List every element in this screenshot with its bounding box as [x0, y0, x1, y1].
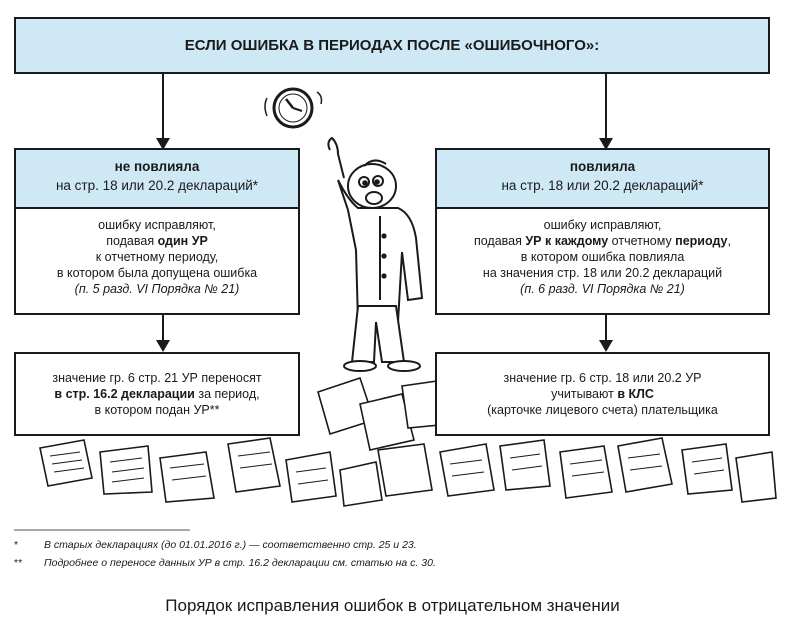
- arrowhead-right-top: [599, 138, 613, 150]
- left-body-line-2-text: подавая: [106, 234, 158, 248]
- left-result-line-3: в котором подан УР**: [94, 403, 220, 417]
- left-result-line-2: в стр. 16.2 декларации за период,: [54, 386, 259, 402]
- right-result-line-2-text: учитывают: [551, 387, 618, 401]
- left-panel: не повлияла на стр. 18 или 20.2 декларац…: [14, 148, 300, 315]
- man-illustration: [327, 136, 424, 372]
- footnote-1-mark: *: [14, 539, 19, 551]
- right-panel-header: повлияла на стр. 18 или 20.2 деклараций*: [437, 150, 768, 209]
- papers-illustration: [39, 376, 777, 507]
- left-panel-title: не повлияла: [114, 159, 200, 174]
- left-result-line-1: значение гр. 6 стр. 21 УР переносят: [52, 371, 262, 385]
- right-result-box: значение гр. 6 стр. 18 или 20.2 УР учиты…: [435, 352, 770, 436]
- right-result-line-1: значение гр. 6 стр. 18 или 20.2 УР: [503, 371, 702, 385]
- right-body-line-2-bold-b: периоду: [675, 234, 728, 248]
- connector-left-down: [162, 74, 164, 142]
- left-result-line-2-text: за период,: [194, 387, 260, 401]
- figure-caption: Порядок исправления ошибок в отрицательн…: [165, 596, 620, 615]
- left-panel-body: ошибку исправляют, подавая один УР к отч…: [16, 209, 298, 297]
- arrowhead-left-mid: [156, 340, 170, 352]
- connector-left-mid: [162, 314, 164, 344]
- top-banner: ЕСЛИ ОШИБКА В ПЕРИОДАХ ПОСЛЕ «ОШИБОЧНОГО…: [14, 17, 770, 74]
- right-body-line-2-bold-a: УР к каждому: [525, 234, 609, 248]
- right-result-line-2-bold: в КЛС: [617, 387, 654, 401]
- left-body-line-1: ошибку исправляют,: [98, 218, 216, 232]
- right-body-line-1: ошибку исправляют,: [543, 218, 662, 232]
- footnote-1: * В старых декларациях (до 01.01.2016 г.…: [14, 539, 774, 551]
- footnote-2-mark: **: [14, 557, 23, 569]
- footnote-2: ** Подробнее о переносе данных УР в стр.…: [14, 557, 774, 569]
- connector-right-mid: [605, 314, 607, 344]
- footnote-2-text: Подробнее о переносе данных УР в стр. 16…: [44, 557, 436, 569]
- left-body-line-2-bold: один УР: [157, 234, 208, 248]
- arrowhead-left-top: [156, 138, 170, 150]
- right-result-line-2: учитывают в КЛС: [551, 386, 654, 402]
- right-body-line-2-text-b: отчетному: [608, 234, 676, 248]
- right-body-line-4: на значения стр. 18 или 20.2 деклараций: [482, 266, 723, 280]
- right-body-line-3: в котором ошибка повлияла: [520, 250, 685, 264]
- top-banner-title: ЕСЛИ ОШИБКА В ПЕРИОДАХ ПОСЛЕ «ОШИБОЧНОГО…: [184, 37, 600, 54]
- right-panel-body: ошибку исправляют, подавая УР к каждому …: [437, 209, 768, 297]
- left-result-box: значение гр. 6 стр. 21 УР переносят в ст…: [14, 352, 300, 436]
- left-body-line-2: подавая один УР: [16, 233, 298, 249]
- right-result-line-3: (карточке лицевого счета) плательщика: [487, 403, 718, 417]
- right-body-line-2-text-a: подавая: [473, 234, 526, 248]
- right-body-line-2-text-c: ,: [727, 234, 731, 248]
- connector-right-down: [605, 74, 607, 142]
- arrowhead-right-mid: [599, 340, 613, 352]
- left-result-line-2-bold: в стр. 16.2 декларации: [54, 387, 195, 401]
- left-panel-header: не повлияла на стр. 18 или 20.2 декларац…: [16, 150, 298, 209]
- left-body-reference: (п. 5 разд. VI Порядка № 21): [74, 282, 240, 296]
- right-panel: повлияла на стр. 18 или 20.2 деклараций*…: [435, 148, 770, 315]
- clock-illustration: [264, 87, 323, 129]
- right-panel-subtitle: на стр. 18 или 20.2 деклараций*: [501, 178, 704, 193]
- left-body-line-3: к отчетному периоду,: [95, 250, 219, 264]
- left-panel-subtitle: на стр. 18 или 20.2 деклараций*: [55, 178, 259, 193]
- left-body-line-4: в котором была допущена ошибка: [56, 266, 258, 280]
- right-body-reference: (п. 6 разд. VI Порядка № 21): [520, 282, 685, 296]
- right-body-line-2: подавая УР к каждому отчетному периоду,: [437, 233, 768, 249]
- right-panel-title: повлияла: [569, 159, 636, 174]
- footnote-1-text: В старых декларациях (до 01.01.2016 г.) …: [44, 539, 417, 551]
